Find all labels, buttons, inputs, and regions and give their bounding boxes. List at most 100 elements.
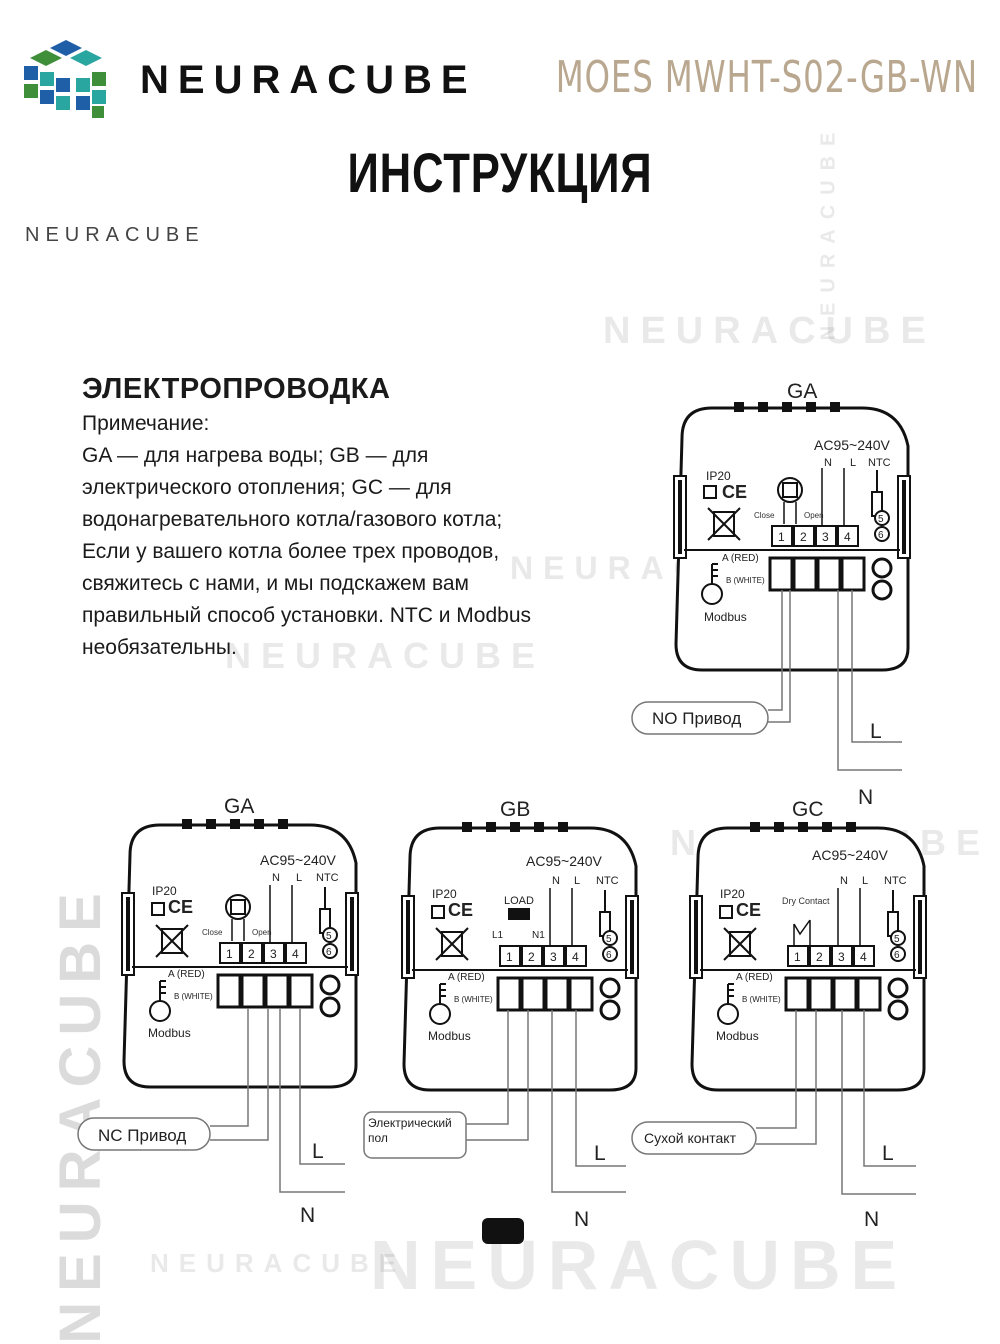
svg-text:2: 2	[816, 950, 823, 964]
load-label-box	[631, 1121, 757, 1155]
svg-text:N: N	[300, 1204, 315, 1227]
document-title: ИНСТРУКЦИЯ	[347, 141, 653, 204]
section-heading: ЭЛЕКТРОПРОВОДКА	[82, 373, 391, 405]
svg-text:Close: Close	[202, 928, 223, 937]
svg-text:2: 2	[528, 950, 535, 964]
svg-text:3: 3	[838, 950, 845, 964]
svg-text:GC: GC	[792, 798, 824, 821]
diagram-gc: GC AC95~240V N L NTC IP20 CE Dry Contact…	[688, 798, 928, 1092]
voltage-label: AC95~240V	[814, 437, 891, 453]
svg-text:L: L	[312, 1140, 324, 1163]
wires-gc	[756, 1010, 916, 1195]
wiring-note: Примечание: GA — для нагрева воды; GB — …	[82, 408, 642, 664]
note-line: GA — для нагрева воды; GB — для	[82, 444, 429, 467]
svg-text:2: 2	[800, 530, 807, 544]
svg-text:4: 4	[844, 530, 851, 544]
cube-logo-icon	[24, 40, 106, 118]
svg-text:N: N	[840, 875, 848, 887]
svg-text:5: 5	[878, 514, 884, 525]
svg-text:NTC: NTC	[316, 872, 339, 884]
svg-text:L1: L1	[492, 930, 504, 941]
svg-text:B (WHITE): B (WHITE)	[742, 995, 781, 1004]
svg-text:L: L	[296, 872, 302, 884]
small-brand: NEURACUBE	[25, 224, 205, 246]
svg-text:Dry Contact: Dry Contact	[782, 896, 830, 906]
watermark: NEURACUBE	[603, 310, 936, 352]
diagram-ga-no: GA AC95~240V N L NTC IP20 CE Close Open …	[672, 380, 912, 672]
svg-text:Open: Open	[804, 511, 824, 520]
load-label-box	[631, 701, 769, 735]
svg-text:2: 2	[248, 947, 255, 961]
diagram-ga-nc: GA AC95~240V N L NTC IP20 CE Close Open …	[120, 795, 360, 1089]
svg-text:N: N	[574, 1208, 589, 1231]
svg-text:N: N	[824, 457, 832, 469]
svg-text:4: 4	[572, 950, 579, 964]
svg-text:6: 6	[606, 950, 612, 961]
svg-text:4: 4	[292, 947, 299, 961]
svg-text:B (WHITE): B (WHITE)	[454, 995, 493, 1004]
svg-text:NTC: NTC	[868, 457, 891, 469]
svg-text:6: 6	[894, 950, 900, 961]
svg-text:N: N	[864, 1208, 879, 1231]
svg-text:L: L	[882, 1142, 894, 1165]
svg-text:AC95~240V: AC95~240V	[260, 852, 337, 868]
brand-logo	[20, 36, 112, 122]
note-line: Если у вашего котла более трех проводов,	[82, 540, 500, 563]
svg-text:A (RED): A (RED)	[722, 553, 759, 564]
svg-text:B (WHITE): B (WHITE)	[174, 992, 213, 1001]
svg-text:Open: Open	[252, 928, 272, 937]
svg-text:IP20: IP20	[720, 887, 745, 901]
svg-text:1: 1	[506, 950, 513, 964]
svg-text:GB: GB	[500, 798, 530, 821]
svg-text:NTC: NTC	[884, 875, 907, 887]
watermark: NEURACUBE	[150, 1248, 407, 1278]
note-line: правильный способ установки. NTC и Modbu…	[82, 604, 532, 627]
svg-text:CE: CE	[736, 900, 761, 920]
svg-text:4: 4	[860, 950, 867, 964]
svg-text:NC Привод: NC Привод	[98, 1126, 186, 1145]
svg-text:6: 6	[878, 530, 884, 541]
brand-name: NEURACUBE	[140, 58, 477, 102]
svg-text:N1: N1	[532, 930, 545, 941]
load-label: Электрический пол	[368, 1116, 452, 1145]
diagram-gb: GB AC95~240V N L NTC IP20 CE LOAD L1 N1 …	[400, 798, 640, 1092]
svg-text:IP20: IP20	[706, 469, 731, 483]
svg-text:CE: CE	[168, 897, 193, 917]
svg-text:Modbus: Modbus	[716, 1029, 759, 1043]
svg-text:L: L	[862, 875, 868, 887]
svg-text:NTC: NTC	[596, 875, 619, 887]
svg-text:1: 1	[794, 950, 801, 964]
load-label-box	[363, 1111, 467, 1159]
svg-text:L: L	[574, 875, 580, 887]
svg-text:A (RED): A (RED)	[448, 972, 485, 983]
svg-text:A (RED): A (RED)	[736, 972, 773, 983]
diagram-model-label: GA	[787, 380, 817, 403]
svg-text:1: 1	[778, 530, 785, 544]
svg-text:L: L	[850, 457, 856, 469]
wires-ga-no	[768, 590, 902, 771]
svg-text:IP20: IP20	[432, 887, 457, 901]
svg-text:Modbus: Modbus	[428, 1029, 471, 1043]
svg-text:1: 1	[226, 947, 233, 961]
wires-gb	[466, 1010, 626, 1193]
svg-text:Modbus: Modbus	[148, 1026, 191, 1040]
note-line: необязательны.	[82, 636, 237, 659]
svg-text:N: N	[272, 872, 280, 884]
svg-text:CE: CE	[722, 482, 747, 502]
svg-text:IP20: IP20	[152, 884, 177, 898]
svg-text:Сухой контакт: Сухой контакт	[644, 1130, 737, 1146]
svg-text:L: L	[594, 1142, 606, 1165]
svg-text:3: 3	[822, 530, 829, 544]
svg-text:LOAD: LOAD	[504, 895, 534, 907]
note-line: водонагревательного котла/газового котла…	[82, 508, 503, 531]
svg-text:Modbus: Modbus	[704, 610, 747, 624]
svg-text:CE: CE	[448, 900, 473, 920]
svg-text:A (RED): A (RED)	[168, 969, 205, 980]
watermark: NEURACUBE	[370, 1226, 908, 1304]
svg-text:6: 6	[326, 947, 332, 958]
note-line: электрического отопления; GC — для	[82, 476, 452, 499]
model-number: MOES MWHT-S02-GB-WN	[555, 52, 978, 103]
svg-text:5: 5	[894, 934, 900, 945]
wires-ga-nc	[210, 1008, 345, 1193]
